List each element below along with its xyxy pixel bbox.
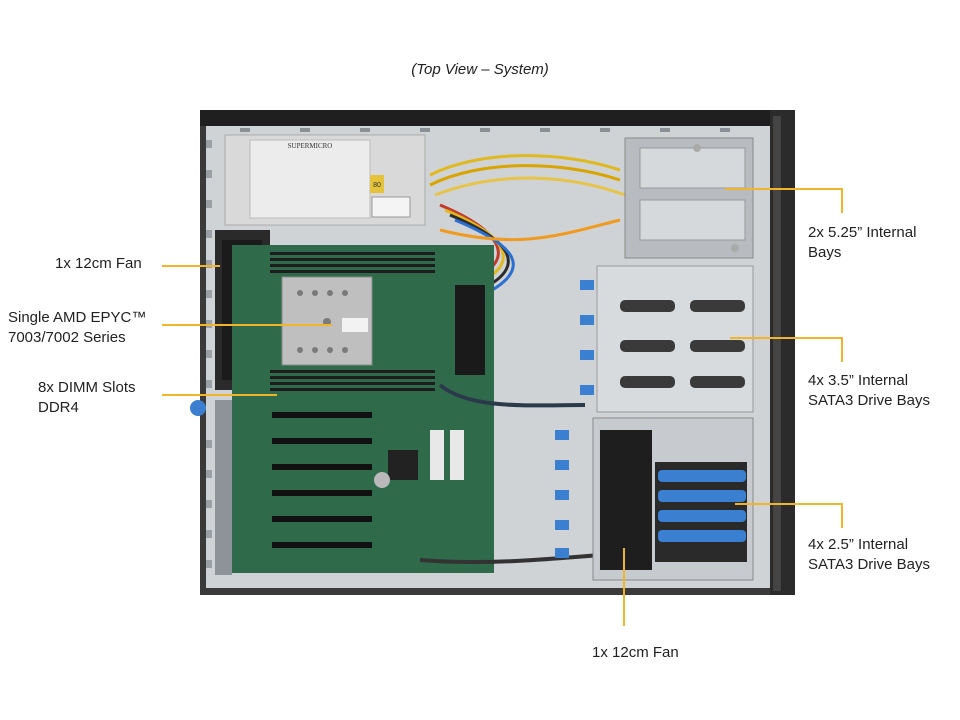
psu-brand: SUPERMICRO xyxy=(288,142,333,150)
label-bays-525-line1: 2x 5.25” Internal xyxy=(808,224,917,241)
label-cpu-line1: Single AMD EPYC™ xyxy=(8,309,147,326)
label-fan-left-text: 1x 12cm Fan xyxy=(55,255,142,272)
callout-line-fan-left xyxy=(162,265,220,267)
power-supply xyxy=(224,134,426,226)
bays-25-cage xyxy=(555,417,754,581)
motherboard xyxy=(215,245,494,575)
power-cables xyxy=(429,154,626,296)
callout-line-35-h xyxy=(730,337,843,339)
label-bays-35-line1: 4x 3.5” Internal xyxy=(808,372,909,389)
label-bays-35-line2: SATA3 Drive Bays xyxy=(808,392,930,409)
label-bays-25: 4x 2.5” Internal SATA3 Drive Bays xyxy=(808,535,930,575)
label-fan-left: 1x 12cm Fan xyxy=(55,254,142,274)
label-bays-525: 2x 5.25” Internal Bays xyxy=(808,223,916,263)
callout-line-35-v xyxy=(841,337,843,362)
label-dimm-line1: 8x DIMM Slots xyxy=(38,379,136,396)
label-cpu-line2: 7003/7002 Series xyxy=(8,329,126,346)
label-bays-25-line1: 4x 2.5” Internal xyxy=(808,536,909,553)
bays-525-cage xyxy=(624,137,754,259)
label-fan-bottom: 1x 12cm Fan xyxy=(592,643,679,663)
data-cable xyxy=(438,383,586,408)
bays-35-cage xyxy=(580,265,754,413)
callout-line-dimm xyxy=(162,394,277,396)
label-bays-525-line2: Bays xyxy=(808,244,842,261)
callout-line-25-v xyxy=(841,503,843,528)
callout-line-25-h xyxy=(735,503,843,505)
callout-line-fan-bottom xyxy=(623,548,625,626)
diagram-caption: (Top View – System) xyxy=(411,61,549,78)
callout-line-525-h1 xyxy=(725,188,843,190)
label-bays-35: 4x 3.5” Internal SATA3 Drive Bays xyxy=(808,371,930,411)
psu-80plus-badge: 80 xyxy=(373,182,381,189)
label-fan-bottom-text: 1x 12cm Fan xyxy=(592,644,679,661)
label-cpu: Single AMD EPYC™ 7003/7002 Series xyxy=(8,308,146,348)
label-bays-25-line2: SATA3 Drive Bays xyxy=(808,556,930,573)
label-dimm: 8x DIMM Slots DDR4 xyxy=(38,378,136,418)
label-dimm-line2: DDR4 xyxy=(38,399,79,416)
callout-line-cpu xyxy=(162,324,332,326)
callout-line-525-v xyxy=(841,188,843,213)
